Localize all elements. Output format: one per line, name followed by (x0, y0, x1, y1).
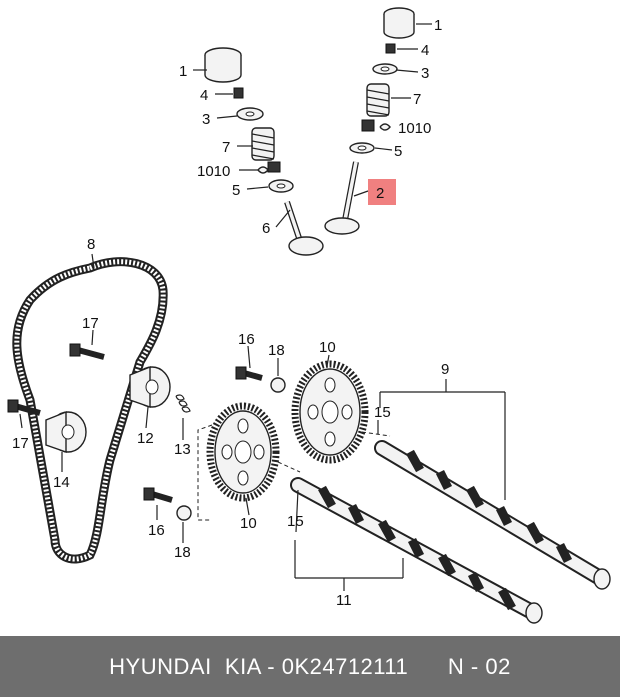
callout-16-lower: 16 (148, 522, 165, 539)
valve-spring-right (366, 83, 390, 117)
valve-left (284, 201, 324, 256)
callout-10-lower: 10 (240, 515, 257, 532)
callout-13: 13 (174, 441, 191, 458)
callout-1010-left: 1010 (197, 163, 230, 180)
valve-keeper-right (385, 43, 396, 54)
spring-seat-left (268, 179, 294, 193)
tensioner-spring (175, 394, 191, 413)
leader-lines (19, 23, 432, 543)
callout-18-lower: 18 (174, 544, 191, 561)
callout-16-upper: 16 (238, 331, 255, 348)
part-2-highlight (368, 179, 396, 205)
camshaft-lower (290, 477, 543, 624)
callout-12: 12 (137, 430, 154, 447)
callout-5-right: 5 (394, 143, 402, 160)
footer-text: HYUNDAI KIA - 0K24712111 N - 02 (109, 653, 511, 679)
valve-keeper-left (233, 87, 244, 99)
spring-seat-right (349, 142, 375, 154)
callout-7-right: 7 (413, 91, 421, 108)
bracket-9 (379, 379, 506, 500)
part-number-footer: HYUNDAI KIA - 0K24712111 N - 02 (0, 636, 620, 697)
camshaft-upper (374, 440, 611, 590)
callout-4-right: 4 (421, 42, 429, 59)
tappet-left (204, 47, 242, 83)
callout-1010-right: 1010 (398, 120, 431, 137)
tensioner-pulley (45, 410, 87, 453)
timing-belt (12, 257, 168, 564)
bracket-11 (294, 540, 404, 591)
callout-1-left: 1 (179, 63, 187, 80)
camshaft-dash-lower (277, 461, 301, 473)
callout-9: 9 (441, 361, 449, 378)
valve-right (324, 161, 360, 235)
spring-retainer-right (372, 63, 398, 75)
callout-7-left: 7 (222, 139, 230, 156)
camshaft-sprocket-lower (206, 402, 280, 502)
idler-pulley (129, 365, 171, 408)
exploded-parts-diagram: 1 4 3 7 1010 5 6 1 4 3 7 1010 5 2 8 17 1… (7, 7, 611, 624)
callout-2: 2 (376, 185, 384, 202)
camshaft-dash-upper (361, 431, 391, 437)
spring-retainer-left (236, 107, 264, 121)
callout-6: 6 (262, 220, 270, 237)
callout-15-lower: 15 (287, 513, 304, 530)
callout-18-upper: 18 (268, 342, 285, 359)
callout-1-right: 1 (434, 17, 442, 34)
callout-8: 8 (87, 236, 95, 253)
valve-seal-right (361, 119, 391, 132)
tappet-right (383, 7, 415, 39)
callout-11: 11 (336, 592, 352, 609)
camshaft-sprocket-upper (291, 360, 369, 464)
valve-seal-left (257, 161, 281, 174)
callout-10-upper: 10 (319, 339, 336, 356)
valve-spring-left (251, 127, 275, 161)
bolts (7, 343, 286, 521)
sprocket-dash-box (197, 424, 213, 521)
callout-3-left: 3 (202, 111, 210, 128)
callout-4-left: 4 (200, 87, 208, 104)
callout-14: 14 (53, 474, 70, 491)
callout-17-lower: 17 (12, 435, 29, 452)
callout-17-upper: 17 (82, 315, 99, 332)
callout-5-left: 5 (232, 182, 240, 199)
callout-3-right: 3 (421, 65, 429, 82)
callout-15-upper: 15 (374, 404, 391, 421)
